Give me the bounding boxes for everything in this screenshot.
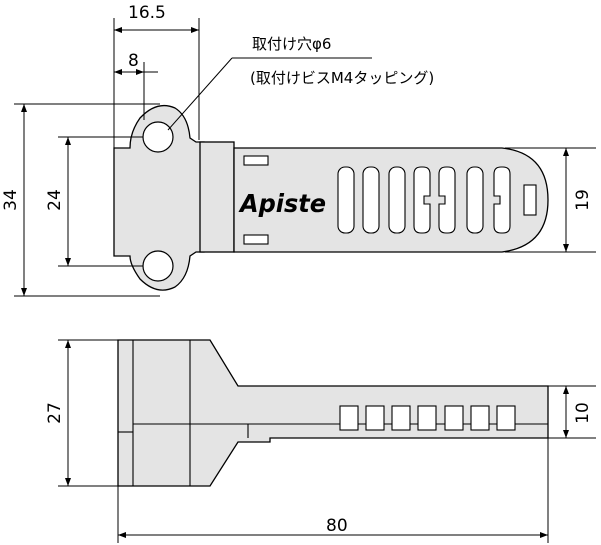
mounting-hole-top — [142, 121, 174, 153]
side-body-outline — [117, 339, 549, 487]
dim-left-height-outer: 34 — [1, 189, 21, 211]
arm-slot-bottom — [243, 234, 269, 245]
arm-slot-top — [243, 155, 269, 166]
grip-slot-notched — [438, 166, 456, 234]
dim-left-height-inner: 24 — [45, 189, 65, 211]
side-view — [117, 339, 549, 487]
side-slot — [496, 405, 516, 431]
brand-logo: Apiste — [238, 189, 326, 218]
mounting-hole-bottom — [142, 250, 174, 282]
side-slot — [365, 405, 385, 431]
end-slot — [523, 184, 537, 216]
grip-slot-notched — [493, 166, 511, 234]
grip-slot — [466, 166, 484, 234]
grip-slot-notched — [413, 166, 431, 234]
annotation-screw: (取付けビスM4タッピング) — [250, 69, 434, 87]
side-slot — [417, 405, 437, 431]
side-slot — [339, 405, 359, 431]
top-view-dimensions: 16.5 8 取付け穴φ6 (取付けビスM4タッピング) 34 24 19 — [1, 3, 596, 297]
dim-top-width-inner: 8 — [128, 51, 139, 71]
side-view-dimensions: 27 10 80 — [45, 339, 596, 543]
side-slot — [444, 405, 464, 431]
dim-side-small-height: 10 — [573, 402, 593, 424]
annotation-hole: 取付け穴φ6 — [252, 35, 331, 53]
dim-side-height: 27 — [45, 402, 65, 424]
neck-section — [199, 141, 235, 253]
dim-top-width-outer: 16.5 — [128, 3, 166, 23]
dim-right-height: 19 — [573, 189, 593, 211]
side-slot — [470, 405, 490, 431]
top-view: Apiste — [113, 104, 549, 291]
grip-slot — [362, 166, 380, 234]
dim-total-length: 80 — [326, 516, 348, 536]
grip-slot — [388, 166, 406, 234]
grip-slot — [337, 166, 355, 234]
side-slot — [391, 405, 411, 431]
